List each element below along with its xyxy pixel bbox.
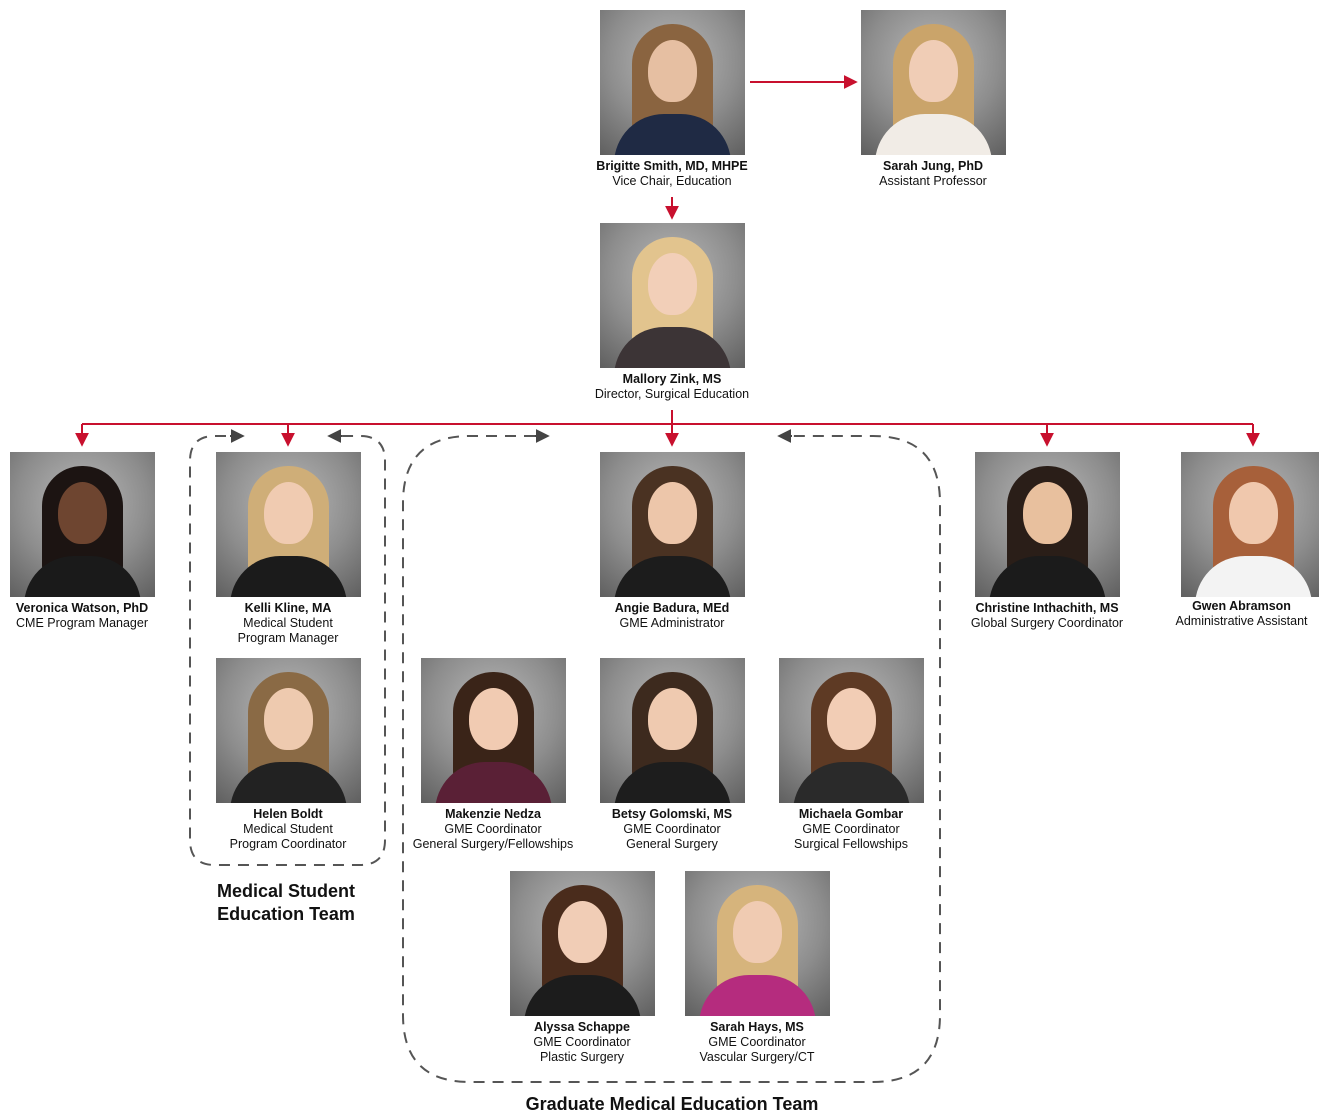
portrait-photo [420,658,566,803]
person-role: CME Program Manager [16,616,148,630]
portrait-photo [599,10,745,155]
team-boundaries [189,435,941,1083]
person-name: Angie Badura, MEd [614,601,730,615]
person-name: Alyssa Schappe [534,1020,630,1034]
person-role: GME Coordinator [802,822,900,836]
person-role: GME Administrator [619,616,725,630]
team-label-line-2: Education Team [217,904,355,924]
person-role-line-2: Vascular Surgery/CT [699,1050,815,1064]
person-card-michaela-gombar: Michaela Gombar GME Coordinator Surgical… [761,658,941,852]
portrait-photo [599,452,745,597]
person-name: Gwen Abramson [1192,599,1291,613]
person-card-kelli-kline: Kelli Kline, MA Medical Student Program … [198,452,378,646]
graduate-team-boundary [402,435,941,1083]
person-name: Veronica Watson, PhD [15,601,149,615]
person-card-gwen-abramson: Gwen Abramson Administrative Assistant [1164,452,1319,629]
person-name: Mallory Zink, MS [622,372,722,386]
person-name: Kelli Kline, MA [244,601,332,615]
person-role: GME Coordinator [623,822,721,836]
portrait-photo [1181,452,1319,597]
person-role: GME Coordinator [533,1035,631,1049]
person-role: GME Coordinator [444,822,542,836]
person-card-brigitte-smith: Brigitte Smith, MD, MHPE Vice Chair, Edu… [582,10,762,189]
person-role: Global Surgery Coordinator [970,616,1124,630]
person-card-sarah-jung: Sarah Jung, PhD Assistant Professor [843,10,1023,189]
person-card-sarah-hays: Sarah Hays, MS GME Coordinator Vascular … [667,871,847,1065]
team-label-line-1: Graduate Medical Education Team [525,1094,819,1114]
person-role: Vice Chair, Education [612,174,732,188]
portrait-photo [778,658,924,803]
person-role: GME Coordinator [708,1035,806,1049]
person-card-betsy-golomski: Betsy Golomski, MS GME Coordinator Gener… [582,658,762,852]
portrait-photo [215,658,361,803]
person-card-alyssa-schappe: Alyssa Schappe GME Coordinator Plastic S… [492,871,672,1065]
person-role-line-2: Surgical Fellowships [794,837,908,851]
person-role: Assistant Professor [879,174,987,188]
person-role-line-2: Program Manager [237,631,339,645]
person-name: Michaela Gombar [798,807,904,821]
person-name: Sarah Jung, PhD [882,159,984,173]
person-name: Christine Inthachith, MS [975,601,1119,615]
person-name: Helen Boldt [253,807,323,821]
person-card-christine-inthachith: Christine Inthachith, MS Global Surgery … [957,452,1137,631]
person-name: Brigitte Smith, MD, MHPE [596,159,748,173]
person-card-mallory-zink: Mallory Zink, MS Director, Surgical Educ… [582,223,762,402]
person-role-line-2: General Surgery/Fellowships [412,837,574,851]
person-name: Makenzie Nedza [445,807,541,821]
portrait-photo [599,658,745,803]
person-card-makenzie-nedza: Makenzie Nedza GME Coordinator General S… [403,658,583,852]
portrait-photo [509,871,655,1016]
person-card-veronica-watson: Veronica Watson, PhD CME Program Manager [0,452,172,631]
person-role-line-2: Program Coordinator [229,837,347,851]
person-role-line-2: General Surgery [626,837,718,851]
portrait-photo [684,871,830,1016]
person-role: Medical Student [243,616,333,630]
portrait-photo [215,452,361,597]
reporting-arrows [75,75,1260,447]
person-name: Sarah Hays, MS [710,1020,804,1034]
person-role: Medical Student [243,822,333,836]
medical-student-team-boundary [189,435,386,866]
portrait-photo [9,452,155,597]
person-role: Director, Surgical Education [594,387,750,401]
portrait-photo [599,223,745,368]
person-name: Betsy Golomski, MS [611,807,733,821]
portrait-photo [860,10,1006,155]
person-card-helen-boldt: Helen Boldt Medical Student Program Coor… [198,658,378,852]
graduate-team-label: Graduate Medical Education Team [472,1093,872,1116]
person-card-angie-badura: Angie Badura, MEd GME Administrator [582,452,762,631]
person-role-line-2: Plastic Surgery [539,1050,625,1064]
person-role: Administrative Assistant [1175,614,1308,628]
portrait-photo [974,452,1120,597]
medical-student-team-label: Medical Student Education Team [186,880,386,926]
team-label-line-1: Medical Student [216,881,355,901]
